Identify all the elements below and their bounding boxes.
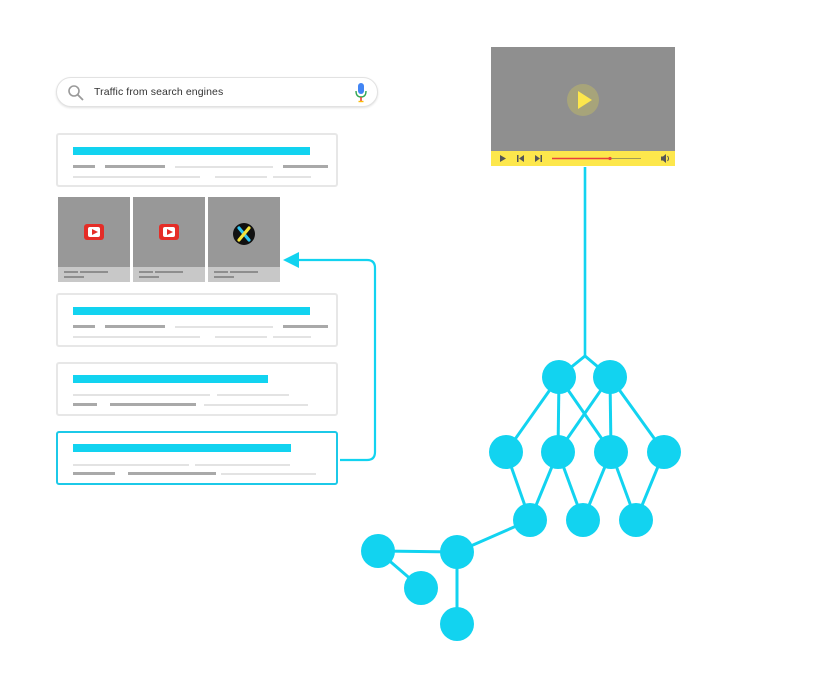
text-line — [73, 336, 200, 338]
search-result-card[interactable] — [56, 133, 338, 187]
skip-forward-icon[interactable] — [535, 155, 542, 162]
network-node — [594, 435, 628, 469]
youtube-logo-icon — [84, 224, 104, 240]
youtube-logo-icon — [159, 224, 179, 240]
network-node — [440, 607, 474, 641]
magnifier-icon — [68, 85, 84, 101]
network-node — [619, 503, 653, 537]
search-result-card[interactable] — [56, 362, 338, 416]
text-line — [73, 464, 189, 466]
text-line — [195, 464, 290, 466]
network-node — [647, 435, 681, 469]
result-title-bar — [73, 147, 310, 155]
video-player[interactable] — [491, 47, 675, 166]
text-line — [73, 472, 115, 475]
network-node — [541, 435, 575, 469]
text-line — [283, 325, 328, 328]
thumbnail-caption — [133, 267, 205, 282]
search-result-card[interactable] — [56, 293, 338, 347]
player-control-icons — [500, 154, 669, 163]
arrowhead — [283, 252, 299, 268]
network-node — [489, 435, 523, 469]
result-title-bar — [73, 307, 310, 315]
text-line — [105, 325, 165, 328]
progress-handle[interactable] — [608, 156, 612, 161]
text-line — [273, 336, 311, 338]
skip-back-icon[interactable] — [517, 155, 524, 162]
text-line — [215, 176, 267, 178]
play-small-icon[interactable] — [500, 155, 506, 162]
thumbnail-caption — [208, 267, 280, 282]
text-line — [217, 394, 289, 396]
microphone-icon[interactable] — [355, 82, 367, 103]
network-node — [404, 571, 438, 605]
text-line — [273, 176, 311, 178]
text-line — [175, 166, 273, 168]
text-line — [215, 336, 267, 338]
volume-icon[interactable] — [661, 154, 669, 163]
network-node — [542, 360, 576, 394]
feedback-arrow-line — [298, 258, 377, 462]
text-line — [73, 325, 95, 328]
text-line — [204, 404, 308, 406]
text-line — [128, 472, 216, 475]
text-line — [221, 473, 316, 475]
highlighted-result-card[interactable] — [56, 431, 338, 485]
network-node — [513, 503, 547, 537]
text-line — [110, 403, 196, 406]
video-thumbnail[interactable] — [58, 197, 130, 282]
text-line — [73, 394, 210, 396]
thumbnail-caption — [58, 267, 130, 282]
player-controls — [491, 151, 675, 166]
network-node — [593, 360, 627, 394]
x-logo-icon — [233, 223, 255, 245]
network-node — [566, 503, 600, 537]
search-bar[interactable]: Traffic from search engines — [56, 77, 378, 107]
text-line — [175, 326, 273, 328]
network-node — [440, 535, 474, 569]
result-title-bar — [73, 444, 291, 452]
text-line — [73, 403, 97, 406]
text-line — [73, 165, 95, 168]
network-node — [361, 534, 395, 568]
video-thumbnail[interactable] — [133, 197, 205, 282]
search-query[interactable]: Traffic from search engines — [94, 86, 224, 98]
video-thumbnail[interactable] — [208, 197, 280, 282]
text-line — [105, 165, 165, 168]
play-icon[interactable] — [567, 84, 599, 116]
network-nodes — [361, 360, 681, 641]
result-title-bar — [73, 375, 268, 383]
text-line — [73, 176, 200, 178]
text-line — [283, 165, 328, 168]
